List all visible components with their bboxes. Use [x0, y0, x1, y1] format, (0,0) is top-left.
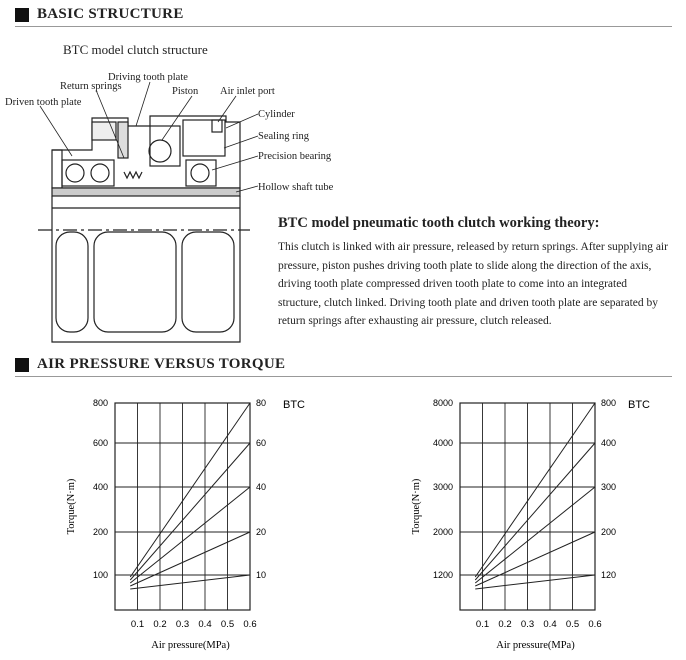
x-tick-label: 0.4: [543, 619, 556, 630]
section-title: BASIC STRUCTURE: [37, 6, 184, 22]
torque-chart-small: 0.1 0.2 0.3 0.4 0.5 0.6 800 80 600 60 400 40 200 20 10…: [66, 398, 305, 651]
x-axis-label: Air pressure(MPa): [496, 640, 575, 651]
x-tick-label: 0.3: [176, 619, 189, 630]
clutch-structure-diagram: Driven tooth plate Return springs Drivin…: [5, 72, 334, 343]
y-tick-label-left: 400: [93, 482, 108, 492]
series-line: [130, 531, 251, 587]
y-tick-label-left: 200: [93, 527, 108, 537]
y-tick-label-right: 20: [256, 527, 266, 537]
x-tick-label: 0.5: [566, 619, 579, 630]
section-square-icon: [15, 7, 29, 22]
series-line: [130, 574, 251, 590]
label-return-springs: Return springs: [60, 81, 122, 92]
x-tick-label: 0.6: [243, 619, 256, 630]
x-tick-label: 0.3: [521, 619, 534, 630]
structure-caption: BTC model clutch structure: [63, 42, 208, 57]
section-divider: [15, 376, 672, 377]
x-tick-label: 0.2: [153, 619, 166, 630]
theory-title: BTC model pneumatic tooth clutch working…: [278, 215, 600, 231]
x-tick-label: 0.2: [498, 619, 511, 630]
y-tick-label-left: 1200: [433, 570, 453, 580]
label-hollow-shaft-tube: Hollow shaft tube: [258, 182, 334, 193]
y-tick-label-right: 80: [256, 398, 266, 408]
y-tick-label-left: 3000: [433, 482, 453, 492]
x-tick-label: 0.1: [131, 619, 144, 630]
label-air-inlet-port: Air inlet port: [220, 86, 275, 97]
label-precision-bearing: Precision bearing: [258, 151, 332, 162]
series-line: [475, 574, 596, 590]
y-tick-label-left: 800: [93, 398, 108, 408]
series-line: [474, 402, 596, 578]
y-tick-label-left: 100: [93, 570, 108, 580]
y-tick-label-right: 40: [256, 482, 266, 492]
y-tick-label-left: 8000: [433, 398, 453, 408]
y-axis-label: Torque(N·m): [411, 478, 422, 534]
chart-legend: BTC: [283, 399, 305, 411]
series-line: [474, 486, 596, 584]
section-basic-structure-header: BASIC STRUCTURE: [15, 6, 184, 23]
series-line: [129, 442, 251, 581]
y-tick-label-right: 800: [601, 398, 616, 408]
section-square-icon: [15, 357, 29, 372]
label-cylinder: Cylinder: [258, 109, 295, 120]
y-tick-label-left: 4000: [433, 438, 453, 448]
label-driven-tooth-plate: Driven tooth plate: [5, 97, 82, 108]
y-tick-label-right: 10: [256, 570, 266, 580]
y-tick-label-left: 600: [93, 438, 108, 448]
label-sealing-ring: Sealing ring: [258, 131, 310, 142]
x-tick-label: 0.5: [221, 619, 234, 630]
y-tick-label-right: 120: [601, 570, 616, 580]
section-air-pressure-header: AIR PRESSURE VERSUS TORQUE: [15, 356, 285, 373]
y-tick-label-right: 200: [601, 527, 616, 537]
series-line: [129, 486, 251, 584]
section-divider: [15, 26, 672, 27]
x-tick-label: 0.4: [198, 619, 211, 630]
label-driving-tooth-plate: Driving tooth plate: [108, 72, 188, 83]
x-tick-label: 0.6: [588, 619, 601, 630]
y-tick-label-right: 300: [601, 482, 616, 492]
y-axis-label: Torque(N·m): [66, 478, 77, 534]
series-line: [474, 442, 596, 581]
torque-chart-large: 0.1 0.2 0.3 0.4 0.5 0.6 8000 800 4000 400 3000 300 2…: [411, 398, 650, 651]
x-tick-label: 0.1: [476, 619, 489, 630]
y-tick-label-right: 60: [256, 438, 266, 448]
y-tick-label-left: 2000: [433, 527, 453, 537]
y-tick-label-right: 400: [601, 438, 616, 448]
series-line: [129, 402, 251, 578]
series-line: [475, 531, 596, 587]
label-piston: Piston: [172, 86, 199, 97]
chart-legend: BTC: [628, 399, 650, 411]
theory-body: This clutch is linked with air pressure,…: [278, 241, 668, 328]
section-title: AIR PRESSURE VERSUS TORQUE: [37, 356, 286, 372]
x-axis-label: Air pressure(MPa): [151, 640, 230, 651]
